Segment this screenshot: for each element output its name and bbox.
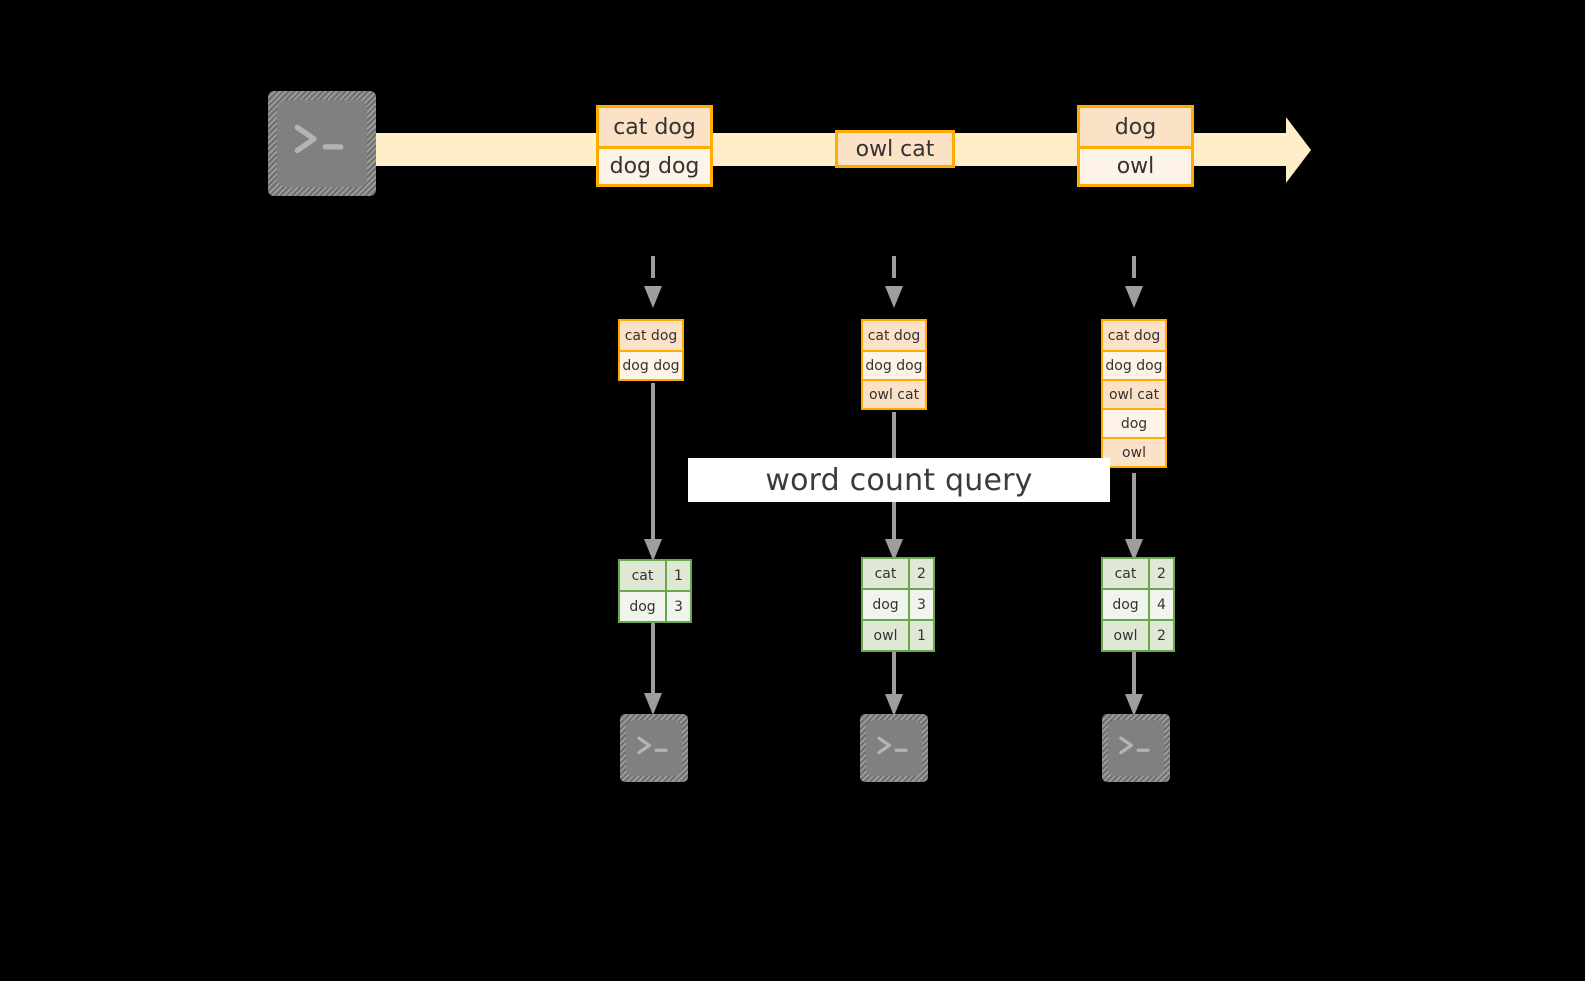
column-3-sink-arrow-icon — [1125, 652, 1143, 716]
column-3-result-table: cat 2 dog 4 owl 2 — [1101, 557, 1175, 652]
result-word: dog — [863, 590, 908, 619]
column-1-input-table: cat dog dog dog — [618, 319, 684, 381]
result-count: 4 — [1148, 590, 1173, 619]
stream-record-line: dog dog — [599, 146, 710, 184]
input-line: dog dog — [1103, 350, 1165, 379]
table-row: cat 1 — [620, 561, 690, 590]
terminal-screen — [1108, 720, 1164, 776]
stream-record-line: owl — [1080, 146, 1191, 184]
table-row: owl 2 — [1103, 619, 1173, 650]
table-row: cat 2 — [863, 559, 933, 588]
input-line: owl cat — [1103, 379, 1165, 408]
result-word: cat — [620, 561, 665, 590]
table-row: owl 1 — [863, 619, 933, 650]
column-3-input-table: cat dog dog dog owl cat dog owl — [1101, 319, 1167, 468]
stream-record-2: owl cat — [835, 130, 955, 168]
table-row: dog 4 — [1103, 588, 1173, 619]
column-2-input-table: cat dog dog dog owl cat — [861, 319, 927, 410]
column-2-sink-arrow-icon — [885, 652, 903, 716]
stream-record-3: dog owl — [1077, 105, 1194, 187]
terminal-screen — [626, 720, 682, 776]
column-1-query-arrow-icon — [644, 383, 662, 561]
result-word: cat — [1103, 559, 1148, 588]
table-row: dog 3 — [863, 588, 933, 619]
column-2-sink-terminal-icon[interactable] — [860, 714, 928, 782]
prompt-chevron-icon — [877, 736, 908, 755]
column-1-result-table: cat 1 dog 3 — [618, 559, 692, 623]
terminal-screen — [277, 100, 367, 187]
column-2-inbound-dashed-arrow-icon — [885, 256, 903, 308]
result-count: 1 — [908, 621, 933, 650]
column-3-sink-terminal-icon[interactable] — [1102, 714, 1170, 782]
stream-record-1: cat dog dog dog — [596, 105, 713, 187]
stream-record-line: dog — [1080, 108, 1191, 146]
source-terminal-icon[interactable] — [268, 91, 376, 196]
input-line: dog dog — [863, 350, 925, 379]
result-word: dog — [620, 592, 665, 621]
input-line: dog — [1103, 408, 1165, 437]
result-word: owl — [1103, 621, 1148, 650]
result-word: cat — [863, 559, 908, 588]
terminal-screen — [866, 720, 922, 776]
prompt-chevron-icon — [1119, 736, 1150, 755]
column-2-result-table: cat 2 dog 3 owl 1 — [861, 557, 935, 652]
input-line: cat dog — [1103, 321, 1165, 350]
result-count: 2 — [1148, 621, 1173, 650]
result-count: 2 — [1148, 559, 1173, 588]
result-word: owl — [863, 621, 908, 650]
result-count: 2 — [908, 559, 933, 588]
stream-arrow-right-icon — [1286, 117, 1311, 183]
input-line: owl cat — [863, 379, 925, 408]
result-count: 1 — [665, 561, 690, 590]
prompt-chevron-icon — [295, 124, 344, 154]
input-line: cat dog — [863, 321, 925, 350]
stream-record-line: cat dog — [599, 108, 710, 146]
column-3-query-arrow-icon — [1125, 473, 1143, 561]
table-row: cat 2 — [1103, 559, 1173, 588]
table-row: dog 3 — [620, 590, 690, 621]
column-1-sink-terminal-icon[interactable] — [620, 714, 688, 782]
column-1-inbound-dashed-arrow-icon — [644, 256, 662, 308]
result-count: 3 — [908, 590, 933, 619]
query-label: word count query — [688, 458, 1110, 502]
input-line: dog dog — [620, 350, 682, 379]
input-line: cat dog — [620, 321, 682, 350]
result-word: dog — [1103, 590, 1148, 619]
input-line: owl — [1103, 437, 1165, 466]
column-1-sink-arrow-icon — [644, 623, 662, 715]
column-3-inbound-dashed-arrow-icon — [1125, 256, 1143, 308]
result-count: 3 — [665, 592, 690, 621]
prompt-chevron-icon — [637, 736, 668, 755]
stream-record-line: owl cat — [838, 133, 952, 165]
